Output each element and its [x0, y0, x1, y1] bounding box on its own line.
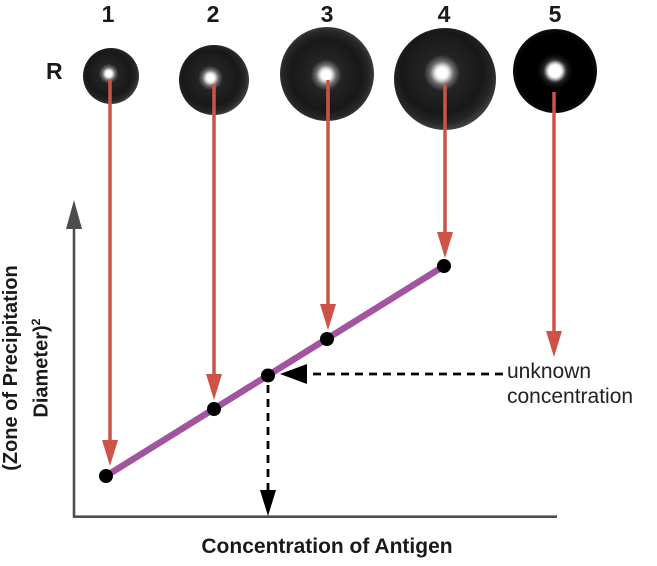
red-arrow-1	[102, 80, 118, 466]
data-point-2	[207, 402, 221, 416]
x-axis-label: Concentration of Antigen	[201, 535, 453, 558]
y-axis	[66, 200, 82, 517]
well-label-5: 5	[548, 1, 562, 27]
y-axis-label-exponent: 2	[29, 318, 43, 326]
y-axis-label: (Zone of Precipitation Diameter)2	[0, 233, 53, 503]
well-label-3: 3	[320, 1, 334, 27]
data-point-3	[320, 332, 334, 346]
standard-curve-line	[102, 262, 448, 480]
unknown-concentration-annotation: unknown concentration	[507, 360, 634, 408]
dashed-vertical-arrow	[260, 385, 276, 516]
data-point-1	[99, 469, 113, 483]
well-label-1: 1	[101, 1, 115, 27]
well-label-2: 2	[206, 1, 220, 27]
red-arrow-4	[437, 84, 453, 258]
y-axis-label-text: (Zone of Precipitation Diameter)	[0, 265, 53, 471]
data-point-4	[437, 259, 451, 273]
well-label-4: 4	[437, 1, 451, 27]
dashed-horizontal-arrow	[280, 364, 503, 384]
unknown-data-point	[261, 368, 275, 383]
red-arrow-5	[546, 92, 562, 357]
plate-row-label: R	[46, 58, 63, 84]
red-arrow-2	[206, 84, 222, 400]
y-axis-arrowhead	[66, 200, 82, 229]
red-arrow-3	[320, 80, 336, 330]
